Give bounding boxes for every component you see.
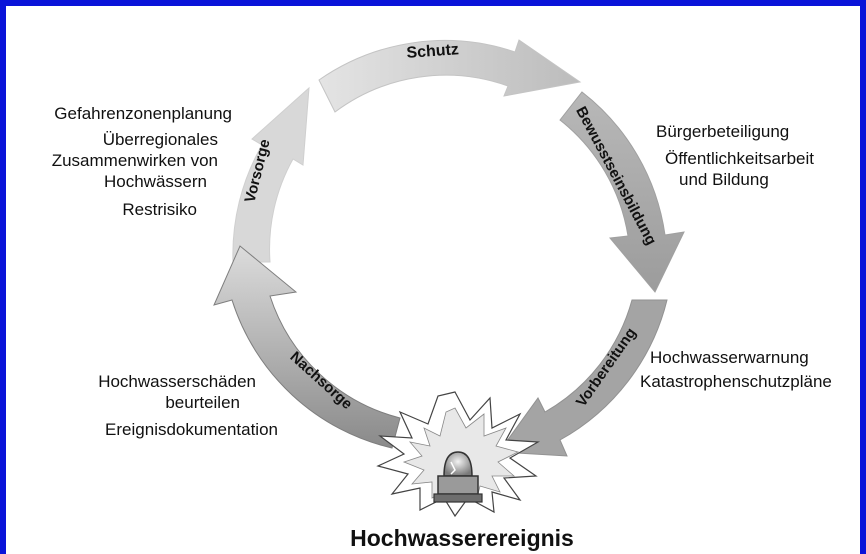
note-und-bildung: und Bildung [679, 170, 769, 189]
note-zusammenwirken: Zusammenwirken von [51, 151, 218, 170]
note-buergerbeteiligung: Bürgerbeteiligung [656, 122, 790, 141]
note-hochwaessern: Hochwässern [104, 172, 207, 191]
note-hochwasserschaeden: Hochwasserschäden [98, 372, 256, 391]
siren-lamp-icon [433, 451, 483, 503]
note-katastrophenschutzplaene: Katastrophenschutzpläne [640, 372, 832, 391]
arrow-bewusstseinsbildung [559, 91, 685, 293]
note-ueberregionales: Überregionales [102, 130, 218, 149]
note-gefahrenzonenplanung: Gefahrenzonenplanung [54, 104, 232, 123]
arrow-nachsorge [213, 245, 401, 449]
note-restrisiko: Restrisiko [122, 200, 197, 219]
note-oeffentlichkeitsarbeit: Öffentlichkeitsarbeit [665, 149, 814, 168]
note-hochwasserwarnung: Hochwasserwarnung [650, 348, 809, 367]
arrow-vorsorge [232, 86, 310, 263]
event-title: Hochwasserereignis [350, 525, 574, 551]
note-ereignisdokumentation: Ereignisdokumentation [105, 420, 278, 439]
arrow-vorbereitung [498, 299, 668, 457]
note-beurteilen: beurteilen [165, 393, 240, 412]
arrow-schutz [318, 39, 582, 113]
stage-label-schutz: Schutz [406, 41, 460, 62]
